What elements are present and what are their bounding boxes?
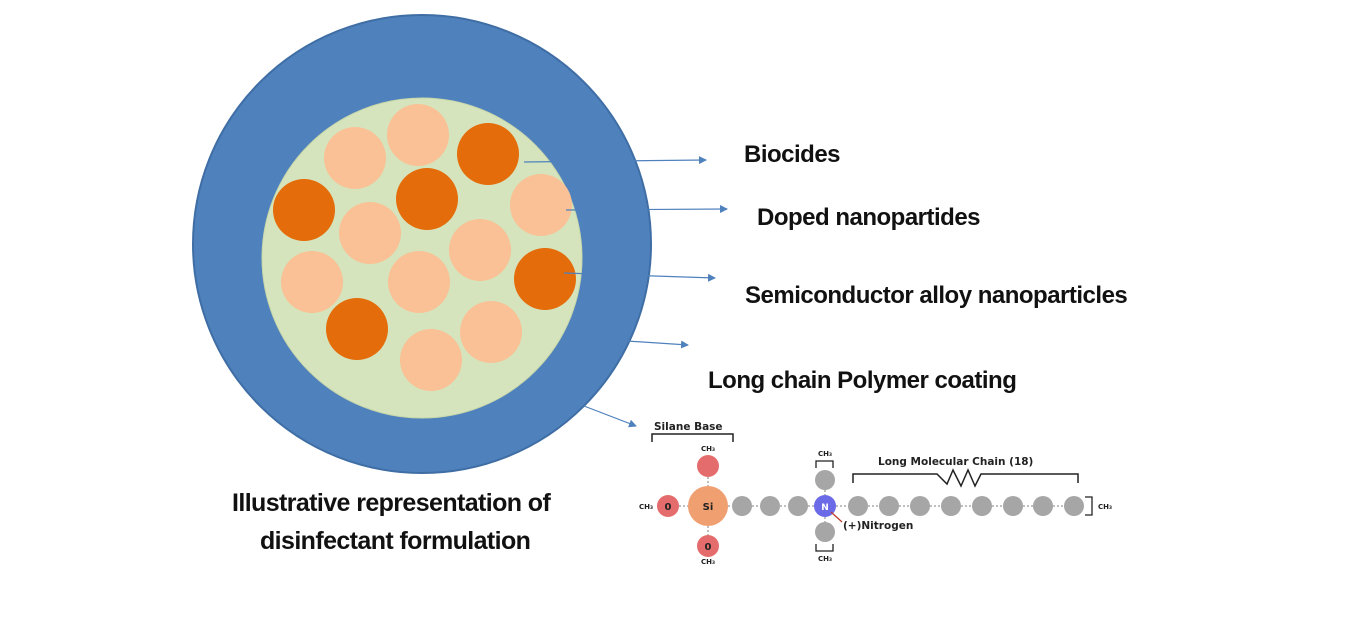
arrow-biocides xyxy=(523,156,707,165)
arrow-molecule xyxy=(583,405,637,428)
label-biocides: Biocides xyxy=(744,141,841,168)
methyl-bracket-top xyxy=(815,460,834,468)
methyl-label-chain-end: CH₃ xyxy=(1098,503,1112,511)
long-chain-label: Long Molecular Chain (18) xyxy=(878,456,1033,468)
doped-nanoparticle xyxy=(339,202,401,264)
biocide-particle xyxy=(514,248,576,310)
arrow-doped xyxy=(565,205,728,214)
biocide-particle xyxy=(273,179,335,241)
doped-nanoparticle xyxy=(400,329,462,391)
oxygen-symbol-bottom: 0 xyxy=(705,542,712,553)
chain-carbon-atom xyxy=(848,496,868,516)
methyl-bracket-bottom xyxy=(815,544,834,552)
silane-base-label: Silane Base xyxy=(654,421,723,433)
methyl-carbon-bottom xyxy=(815,522,835,542)
silane-base-bracket xyxy=(651,433,734,442)
chain-carbon-atom xyxy=(972,496,992,516)
methyl-carbon-top xyxy=(815,470,835,490)
carbon-atom xyxy=(788,496,808,516)
methyl-label-top-si: CH₃ xyxy=(701,445,715,453)
long-chain-bracket xyxy=(852,468,1079,488)
methyl-label-bottom-si: CH₃ xyxy=(701,558,715,566)
chain-carbon-atom xyxy=(1064,496,1084,516)
doped-nanoparticle xyxy=(388,251,450,313)
nitrogen-pointer xyxy=(830,511,843,523)
biocide-particle xyxy=(326,298,388,360)
doped-nanoparticle xyxy=(510,174,572,236)
methyl-label-top-n: CH₃ xyxy=(818,450,832,458)
doped-nanoparticle xyxy=(281,251,343,313)
arrow-polymer xyxy=(626,340,689,349)
label-doped-nanoparticles: Doped nanopartides xyxy=(757,204,981,231)
chain-end-bracket xyxy=(1085,496,1093,516)
doped-nanoparticle xyxy=(449,219,511,281)
label-semiconductor-nanoparticles: Semiconductor alloy nanoparticles xyxy=(745,282,1128,309)
nitrogen-atom xyxy=(814,495,836,517)
doped-nanoparticle xyxy=(460,301,522,363)
chain-carbon-atom xyxy=(879,496,899,516)
chain-carbon-atom xyxy=(941,496,961,516)
label-polymer-coating: Long chain Polymer coating xyxy=(708,367,1017,394)
chain-carbon-atom xyxy=(910,496,930,516)
methyl-label-left-si: CH₃ xyxy=(639,503,653,511)
nitrogen-label: (+)Nitrogen xyxy=(843,520,913,532)
chain-carbon-atom xyxy=(1033,496,1053,516)
nanoparticle-illustration xyxy=(192,14,652,474)
bonds xyxy=(679,477,1064,535)
oxygen-atom-left xyxy=(657,495,679,517)
nitrogen-symbol: N xyxy=(821,503,829,513)
chain-carbon-atom xyxy=(1003,496,1023,516)
biocide-particle xyxy=(396,168,458,230)
biocide-particle xyxy=(457,123,519,185)
oxygen-atom-bottom xyxy=(697,535,719,557)
silicon-atom xyxy=(688,486,728,526)
silicon-symbol: Si xyxy=(703,502,714,513)
oxygen-symbol-left: 0 xyxy=(665,502,672,513)
methyl-label-bottom-n: CH₃ xyxy=(818,555,832,563)
caption-line-1: Illustrative representation of xyxy=(232,489,551,517)
quaternary-ammonium-silane-molecule: Silane Base Long Molecular Chain (18) Si… xyxy=(639,421,1112,566)
callout-arrows xyxy=(523,156,728,428)
doped-nanoparticle xyxy=(387,104,449,166)
carbon-atom xyxy=(732,496,752,516)
caption-line-2: disinfectant formulation xyxy=(260,527,531,555)
carbon-chain xyxy=(732,470,1084,542)
doped-nanoparticle xyxy=(324,127,386,189)
carbon-atom xyxy=(760,496,780,516)
arrow-semiconductor xyxy=(563,272,716,282)
oxygen-atom-top xyxy=(697,455,719,477)
